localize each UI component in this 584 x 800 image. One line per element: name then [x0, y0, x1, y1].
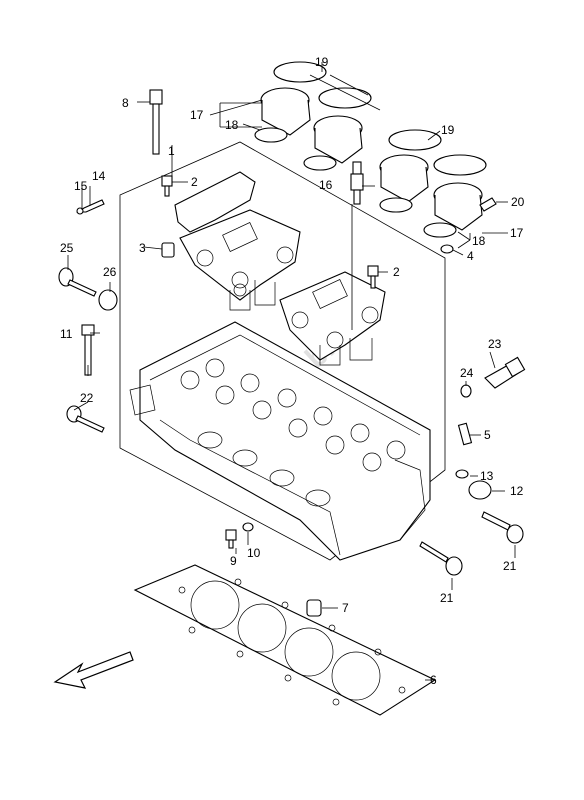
callout-7: 7: [342, 601, 349, 615]
stud-14-15: [76, 199, 105, 215]
callout-26: 26: [103, 265, 117, 279]
intake-boots-right: [379, 129, 487, 238]
assembly-frame: [119, 141, 446, 561]
callout-25: 25: [60, 241, 74, 255]
callout-24: 24: [460, 366, 474, 380]
cam-holder-lower: [279, 271, 386, 366]
callout-11: 11: [60, 327, 73, 341]
callout-17-left: 17: [190, 108, 204, 122]
gasket-24: [460, 384, 472, 398]
spark-plug-16: [350, 161, 364, 205]
bolt-2-right: [367, 265, 379, 289]
callout-18-right: 18: [472, 234, 486, 248]
callout-19-right: 19: [441, 123, 455, 137]
front-arrow-icon: [53, 651, 134, 689]
callout-20: 20: [511, 195, 525, 209]
callout-17-right: 17: [510, 226, 524, 240]
callout-19-left: 19: [315, 55, 329, 69]
callout-21-center: 21: [440, 591, 454, 605]
bolt-22: [66, 405, 105, 433]
callout-15: 15: [74, 179, 88, 193]
callout-12: 12: [510, 484, 524, 498]
bolt-2-upper: [161, 175, 173, 197]
callout-10: 10: [247, 546, 261, 560]
pin-5: [457, 422, 473, 446]
head-gasket-6: [133, 564, 437, 716]
cam-holder-upper: [174, 171, 301, 311]
washer-26: [98, 289, 118, 311]
callout-21-right: 21: [503, 559, 517, 573]
temp-sensor-23: [484, 356, 526, 389]
callout-6: 6: [430, 673, 437, 687]
callout-3: 3: [139, 241, 146, 255]
gasket-13: [455, 469, 469, 479]
dowel-7: [306, 599, 322, 617]
callout-8: 8: [122, 96, 129, 110]
washer-4: [440, 244, 454, 254]
callout-2-upper: 2: [191, 175, 198, 189]
intake-boots-left: [254, 61, 381, 171]
bolt-9: [225, 529, 237, 549]
callout-13: 13: [480, 469, 494, 483]
callout-9: 9: [230, 554, 237, 568]
callout-22: 22: [80, 391, 94, 405]
bolt-21-right: [481, 511, 524, 544]
washer-10: [242, 522, 254, 532]
callout-23: 23: [488, 337, 502, 351]
callout-5: 5: [484, 428, 491, 442]
dowel-3: [161, 242, 175, 258]
callout-4: 4: [467, 249, 474, 263]
callout-16: 16: [319, 178, 333, 192]
bolt-8: [149, 89, 163, 155]
cylinder-head: [129, 321, 431, 561]
callout-1: 1: [168, 144, 175, 158]
bolt-21-center: [419, 541, 463, 576]
callout-2-right: 2: [393, 265, 400, 279]
callout-14: 14: [92, 169, 106, 183]
leader-lines: [67, 62, 516, 681]
callout-labels: 8 1 2 2 3 4 5 6 7 9 10 11 12 13 14 15 16…: [60, 55, 525, 687]
callout-18-left: 18: [225, 118, 239, 132]
bolt-25: [58, 267, 97, 297]
bolt-20: [479, 197, 497, 212]
o-ring-12: [468, 480, 492, 500]
